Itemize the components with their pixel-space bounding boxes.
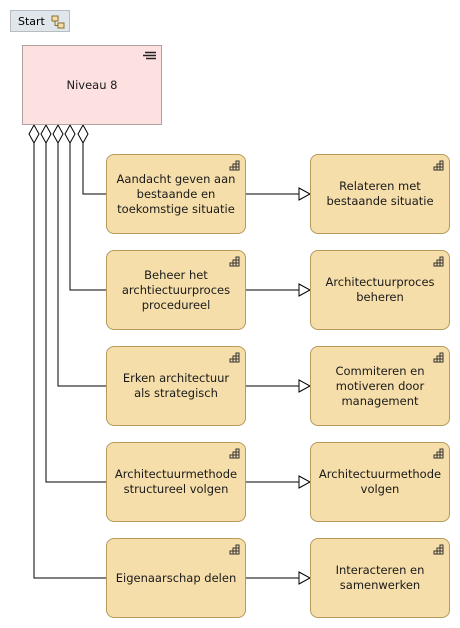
arrowhead	[298, 283, 312, 297]
goal-node-left[interactable]: Eigenaarschap delen	[106, 538, 246, 618]
goal-grid-icon	[229, 448, 240, 459]
goal-label: Relateren met bestaande situatie	[326, 179, 434, 208]
arrowhead	[298, 571, 312, 585]
goal-grid-icon	[433, 160, 444, 171]
aggregation-diamond	[28, 123, 40, 145]
goal-node-right[interactable]: Architectuurproces beheren	[310, 250, 450, 330]
arrowhead	[298, 379, 312, 393]
start-button[interactable]: Start	[10, 10, 70, 32]
goal-label: Interacteren en samenwerken	[335, 563, 425, 592]
goal-node-right[interactable]: Architectuurmethode volgen	[310, 442, 450, 522]
goal-node-left[interactable]: Architectuurmethode structureel volgen	[106, 442, 246, 522]
goal-node-left[interactable]: Aandacht geven aan bestaande en toekomst…	[106, 154, 246, 234]
goal-node-left[interactable]: Beheer het archtiectuurproces proceduree…	[106, 250, 246, 330]
root-node[interactable]: Niveau 8	[22, 45, 162, 125]
root-label: Niveau 8	[66, 77, 118, 92]
arrowhead	[298, 475, 312, 489]
goal-grid-icon	[433, 544, 444, 555]
goal-label: Beheer het archtiectuurproces proceduree…	[121, 267, 231, 312]
goal-label: Erken architectuur als strategisch	[122, 371, 230, 400]
arrowhead	[298, 187, 312, 201]
menu-lines-icon	[143, 51, 156, 60]
goal-grid-icon	[229, 544, 240, 555]
goal-node-right[interactable]: Relateren met bestaande situatie	[310, 154, 450, 234]
goal-label: Commiteren en motiveren door management	[335, 363, 425, 408]
goal-node-right[interactable]: Interacteren en samenwerken	[310, 538, 450, 618]
aggregation-line	[69, 143, 106, 291]
aggregation-diamond	[40, 123, 52, 145]
aggregation-diamond	[77, 123, 89, 145]
goal-grid-icon	[433, 448, 444, 459]
goal-label: Eigenaarschap delen	[115, 570, 237, 585]
goal-node-left[interactable]: Erken architectuur als strategisch	[106, 346, 246, 426]
aggregation-line	[57, 143, 106, 387]
goal-node-right[interactable]: Commiteren en motiveren door management	[310, 346, 450, 426]
goal-grid-icon	[229, 256, 240, 267]
goal-label: Aandacht geven aan bestaande en toekomst…	[116, 171, 236, 216]
goal-grid-icon	[229, 160, 240, 171]
goal-grid-icon	[433, 256, 444, 267]
goal-grid-icon	[229, 352, 240, 363]
aggregation-line	[33, 143, 106, 579]
goal-grid-icon	[433, 352, 444, 363]
aggregation-diamond	[64, 123, 76, 145]
hierarchy-icon	[51, 15, 65, 29]
goal-label: Architectuurmethode volgen	[318, 467, 442, 496]
goal-label: Architectuurmethode structureel volgen	[114, 467, 238, 496]
aggregation-line	[82, 143, 106, 195]
goal-label: Architectuurproces beheren	[325, 275, 435, 304]
aggregation-diamond	[52, 123, 64, 145]
start-label: Start	[18, 15, 45, 28]
aggregation-line	[45, 143, 106, 483]
